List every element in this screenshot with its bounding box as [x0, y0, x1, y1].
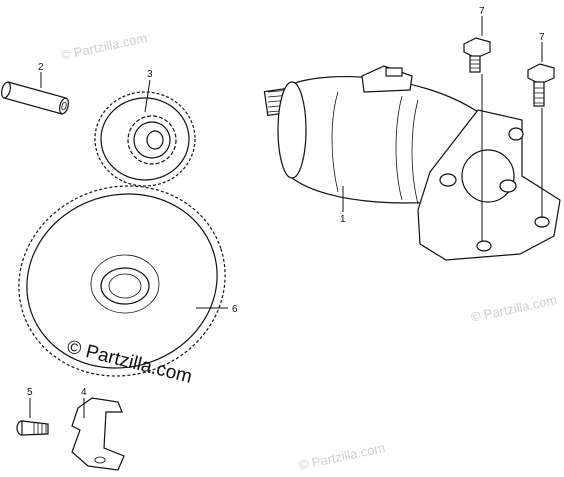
part-7-bolt-left	[463, 37, 491, 73]
callout-7-left: 7	[479, 6, 485, 17]
watermark-faint-top: © Partzilla.com	[60, 30, 149, 63]
part-5-bolt	[16, 420, 49, 436]
watermark-faint-bottom: © Partzilla.com	[298, 440, 387, 473]
callout-1: 1	[340, 214, 346, 225]
callout-6: 6	[232, 304, 238, 315]
callout-5: 5	[27, 387, 33, 398]
part-7-bolt-right	[527, 63, 555, 107]
watermark-faint-right: © Partzilla.com	[470, 292, 559, 325]
callout-4: 4	[81, 387, 87, 398]
part-6-large-gear	[18, 185, 226, 377]
part-2-pin	[1, 81, 69, 115]
callout-3: 3	[147, 69, 153, 80]
leader-lines	[29, 16, 543, 418]
part-3-idle-gear	[94, 91, 196, 187]
callout-7-right: 7	[539, 32, 545, 43]
part-1-starter-motor	[263, 65, 561, 261]
part-4-bracket	[71, 397, 125, 471]
callout-2: 2	[38, 62, 44, 73]
